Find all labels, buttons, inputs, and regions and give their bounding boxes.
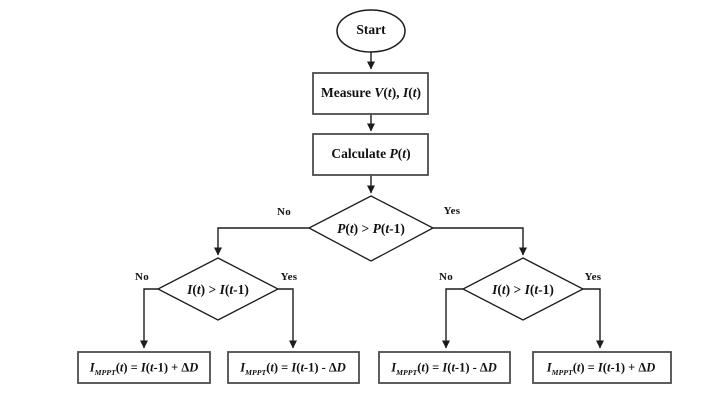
edge-label-yes-power: Yes: [443, 205, 461, 217]
edge-label-no-left: No: [134, 271, 150, 283]
edge-decision-yes-right: [433, 227, 527, 256]
start-oval: [336, 9, 406, 53]
measure-label: Measure V(t), I(t): [321, 85, 421, 100]
result2-box: [227, 351, 360, 384]
edge-right-yes-result4: [583, 288, 604, 349]
result4-label: IMPPT(t) = I(t-1) + ΔD: [546, 360, 656, 377]
edge-label-yes-left: Yes: [280, 271, 298, 283]
edge-left-yes-result2: [278, 288, 297, 349]
edge-label-no-power: No: [276, 206, 292, 218]
connector-lines: [140, 52, 604, 349]
calculate-label: Calculate P(t): [331, 146, 411, 161]
result1-label: IMPPT(t) = I(t-1) + ΔD: [89, 360, 199, 377]
edge-decision-no-left: [214, 227, 309, 256]
result3-box: [378, 351, 511, 384]
edge-left-no-result1: [140, 288, 158, 349]
calculate-box: [312, 133, 429, 176]
start-label: Start: [356, 22, 386, 37]
measure-box: [312, 72, 429, 115]
current-left-label: I(t) > I(t-1): [187, 282, 249, 297]
current-decision-right-diamond: [461, 257, 585, 321]
power-decision-diamond: [307, 195, 435, 262]
edge-right-no-result3: [442, 288, 463, 349]
current-decision-left-diamond: [156, 257, 280, 321]
result3-label: IMPPT(t) = I(t-1) - ΔD: [391, 360, 497, 377]
current-right-label: I(t) > I(t-1): [492, 282, 554, 297]
result1-box: [77, 351, 211, 384]
result4-box: [532, 351, 672, 384]
power-decision-label: P(t) > P(t-1): [337, 221, 405, 236]
edge-label-no-right: No: [438, 271, 454, 283]
edge-label-yes-right: Yes: [584, 271, 602, 283]
result2-label: IMPPT(t) = I(t-1) - ΔD: [240, 360, 346, 377]
